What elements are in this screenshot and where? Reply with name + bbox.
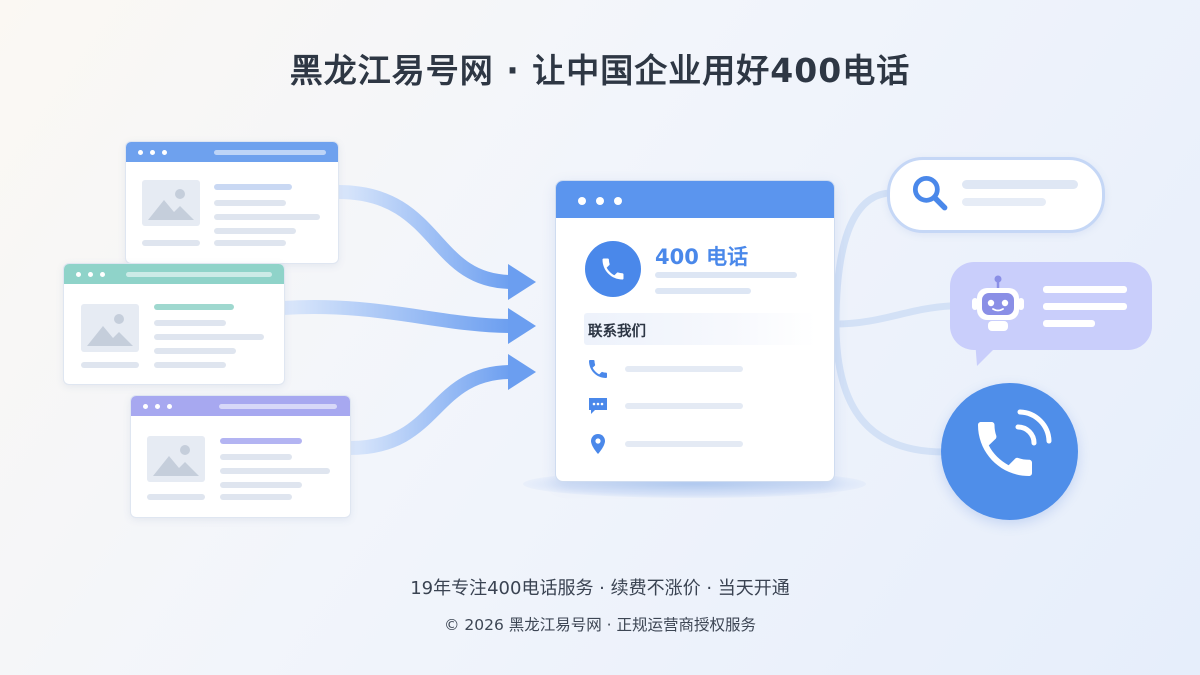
tagline: 19年专注400电话服务 · 续费不涨价 · 当天开通 (410, 578, 790, 599)
source-webpage-card (125, 141, 339, 264)
arrow-top (331, 185, 519, 289)
text-line (625, 441, 743, 447)
window-dot (150, 150, 155, 155)
location-icon (591, 434, 605, 454)
branch-call (832, 320, 948, 456)
text-line (154, 348, 236, 354)
window-dot (88, 272, 93, 277)
text-line (147, 494, 205, 500)
text-line (962, 198, 1046, 206)
text-line (220, 454, 292, 460)
window-title-bar (556, 181, 834, 218)
text-line (154, 334, 264, 340)
window-dot (143, 404, 148, 409)
text-line (220, 438, 302, 444)
window-dot (614, 197, 622, 205)
phone-icon (589, 360, 607, 378)
text-line (1043, 303, 1127, 310)
text-line (154, 304, 234, 310)
arrowhead-top (508, 264, 536, 300)
window-dot (155, 404, 160, 409)
text-line (214, 200, 286, 206)
address-bar (214, 150, 326, 155)
window-dot (162, 150, 167, 155)
text-line (214, 240, 286, 246)
window-dot (596, 197, 604, 205)
text-line (625, 366, 743, 372)
arrow-bottom (343, 365, 519, 455)
hotline-title: 400 电话 (655, 245, 749, 269)
text-line (220, 482, 302, 488)
text-line (220, 468, 330, 474)
phone-call-icon (978, 409, 1052, 476)
address-bar (219, 404, 337, 409)
company-website-window: 400 电话 联系我们 (555, 180, 835, 482)
search-icon (912, 175, 948, 211)
image-placeholder (147, 436, 205, 482)
text-line (81, 362, 139, 368)
text-line (142, 240, 200, 246)
arrowhead-bottom (508, 354, 536, 390)
phone-icon (602, 258, 624, 280)
text-line (154, 362, 226, 368)
image-icon (153, 445, 199, 476)
address-bar (126, 272, 272, 277)
text-line (655, 272, 797, 278)
card-title-bar (64, 264, 284, 284)
window-dot (138, 150, 143, 155)
image-placeholder (142, 180, 200, 226)
image-placeholder (81, 304, 139, 352)
branch-search (832, 189, 894, 328)
text-line (214, 214, 320, 220)
window-dot (76, 272, 81, 277)
text-line (1043, 286, 1127, 293)
arrow-middle (276, 300, 519, 333)
text-line (154, 320, 226, 326)
source-webpage-card (130, 395, 351, 518)
window-dot (578, 197, 586, 205)
text-line (625, 403, 743, 409)
card-title-bar (131, 396, 350, 416)
source-webpage-card (63, 263, 285, 385)
text-line (214, 228, 296, 234)
arrowhead-middle (508, 308, 536, 344)
page-title: 黑龙江易号网 · 让中国企业用好400电话 (289, 51, 911, 90)
contact-us-label: 联系我们 (588, 324, 646, 340)
text-line (220, 494, 292, 500)
text-line (214, 184, 292, 190)
phone-badge (585, 241, 641, 297)
robot-icon (972, 275, 1024, 331)
window-dot (167, 404, 172, 409)
image-icon (87, 314, 133, 346)
card-title-bar (126, 142, 338, 162)
search-bar (887, 157, 1105, 233)
chat-icon (589, 398, 607, 414)
window-dot (100, 272, 105, 277)
text-line (1043, 320, 1095, 327)
branch-chat (832, 302, 954, 328)
ai-chat-bubble (950, 262, 1152, 350)
text-line (655, 288, 751, 294)
copyright-text: © 2026 黑龙江易号网 · 正规运营商授权服务 (443, 616, 757, 634)
contact-section-bar (584, 313, 816, 345)
image-icon (148, 189, 194, 220)
text-line (962, 180, 1078, 189)
call-button-graphic (941, 383, 1078, 520)
